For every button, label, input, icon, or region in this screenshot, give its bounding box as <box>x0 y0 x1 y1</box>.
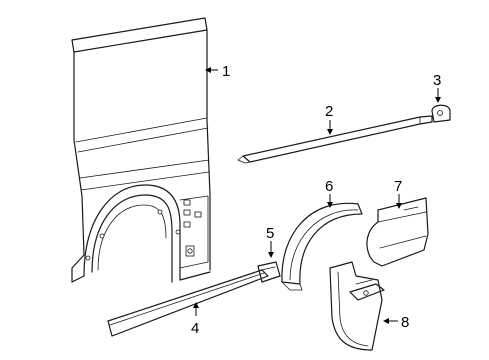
wheel-flare-part <box>281 202 363 291</box>
mud-flap-part <box>329 261 385 351</box>
callout-7: 7 <box>394 178 402 195</box>
callout-2: 2 <box>325 103 333 120</box>
leader-line-2 <box>327 120 333 135</box>
callout-5: 5 <box>266 225 274 242</box>
leader-line-8 <box>383 318 398 324</box>
callout-3: 3 <box>433 72 441 89</box>
leader-line-6 <box>327 194 333 208</box>
clip-part <box>431 104 451 123</box>
callout-8: 8 <box>401 314 409 331</box>
applique-part <box>257 261 281 283</box>
leader-line-3 <box>435 88 441 103</box>
leader-line-5 <box>268 241 274 258</box>
leader-line-4 <box>193 302 199 316</box>
callout-1: 1 <box>222 63 230 80</box>
side-panel-part <box>71 17 211 283</box>
leader-line-1 <box>205 67 218 73</box>
upper-trim-strip-part <box>237 115 433 164</box>
leader-line-7 <box>396 194 402 209</box>
callout-4: 4 <box>191 320 199 337</box>
callout-6: 6 <box>325 178 333 195</box>
rocker-molding-part <box>107 269 269 337</box>
quarter-molding-part <box>366 197 429 267</box>
